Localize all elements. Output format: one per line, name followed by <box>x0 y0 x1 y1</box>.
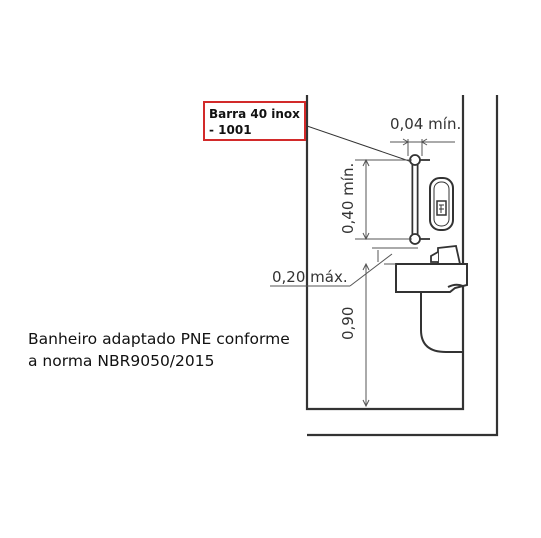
label-box-line-1: Barra 40 inox <box>209 107 300 121</box>
washbasin-icon <box>394 263 468 353</box>
diagram-caption: Banheiro adaptado PNE conforme a norma N… <box>28 328 318 372</box>
grab-bar-label-box: Barra 40 inox - 1001 <box>203 101 306 141</box>
wall-outline <box>305 95 499 437</box>
faucet-icon <box>430 245 462 265</box>
dimension-height: 0,90 <box>339 307 357 340</box>
dimension-grab-bar-length: 0,40 mín. <box>339 163 357 234</box>
dimension-lines <box>270 138 455 408</box>
caption-line-1: Banheiro adaptado PNE conforme <box>28 330 290 348</box>
dimension-bar-to-sink: 0,20 máx. <box>272 268 348 286</box>
caption-line-2: a norma NBR9050/2015 <box>28 352 215 370</box>
callout-leader-line <box>306 125 413 163</box>
grab-bar-icon <box>409 154 430 245</box>
dimension-wall-gap: 0,04 mín. <box>390 115 461 133</box>
soap-dispenser-icon <box>429 177 454 231</box>
label-box-line-2: - 1001 <box>209 123 252 137</box>
